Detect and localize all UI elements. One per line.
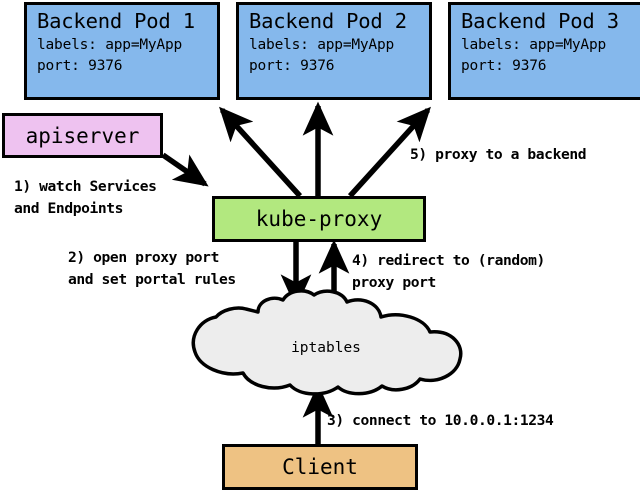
arrow-kubeproxy-to-pod-3 (347, 106, 431, 198)
backend-pod-3-title: Backend Pod 3 (461, 9, 619, 33)
step-3-line-1: 3) connect to 10.0.0.1:1234 (327, 412, 554, 429)
backend-pod-1-box[interactable]: Backend Pod 1 labels: app=MyApp port: 93… (24, 2, 220, 100)
step-4-line-2: proxy port (352, 274, 436, 291)
step-5-label: 5) proxy to a backend (410, 144, 587, 166)
iptables-cloud-shape (191, 289, 463, 396)
step-5-line-1: 5) proxy to a backend (410, 146, 587, 163)
backend-pod-2-port: port: 9376 (249, 58, 335, 74)
apiserver-box[interactable]: apiserver (2, 113, 163, 158)
step-1-line-1: 1) watch Services (14, 178, 157, 195)
step-1-line-2: and Endpoints (14, 200, 124, 217)
backend-pod-3-port: port: 9376 (461, 58, 547, 74)
step-3-label: 3) connect to 10.0.0.1:1234 (327, 410, 554, 432)
client-label: Client (282, 455, 358, 479)
step-2-label: 2) open proxy port and set portal rules (68, 247, 236, 291)
arrow-apiserver-to-kubeproxy (161, 152, 209, 187)
backend-pod-3-box[interactable]: Backend Pod 3 labels: app=MyApp port: 93… (448, 2, 640, 100)
backend-pod-1-title: Backend Pod 1 (37, 9, 195, 33)
backend-pod-2-title: Backend Pod 2 (249, 9, 407, 33)
arrow-kubeproxy-to-pod-1 (219, 106, 303, 198)
backend-pod-2-labels: labels: app=MyApp (249, 37, 395, 53)
step-1-label: 1) watch Services and Endpoints (14, 176, 157, 220)
step-2-line-2: and set portal rules (68, 271, 236, 288)
step-4-line-1: 4) redirect to (random) (352, 252, 545, 269)
client-box[interactable]: Client (222, 444, 418, 490)
kube-proxy-label: kube-proxy (255, 207, 383, 231)
apiserver-label: apiserver (25, 123, 140, 148)
step-2-line-1: 2) open proxy port (68, 249, 219, 266)
backend-pod-2-box[interactable]: Backend Pod 2 labels: app=MyApp port: 93… (236, 2, 432, 100)
backend-pod-1-labels: labels: app=MyApp (37, 37, 183, 53)
kube-proxy-box[interactable]: kube-proxy (212, 196, 426, 242)
backend-pod-3-labels: labels: app=MyApp (461, 37, 607, 53)
iptables-label: iptables (291, 340, 361, 356)
backend-pod-1-port: port: 9376 (37, 58, 123, 74)
step-4-label: 4) redirect to (random) proxy port (352, 250, 545, 294)
